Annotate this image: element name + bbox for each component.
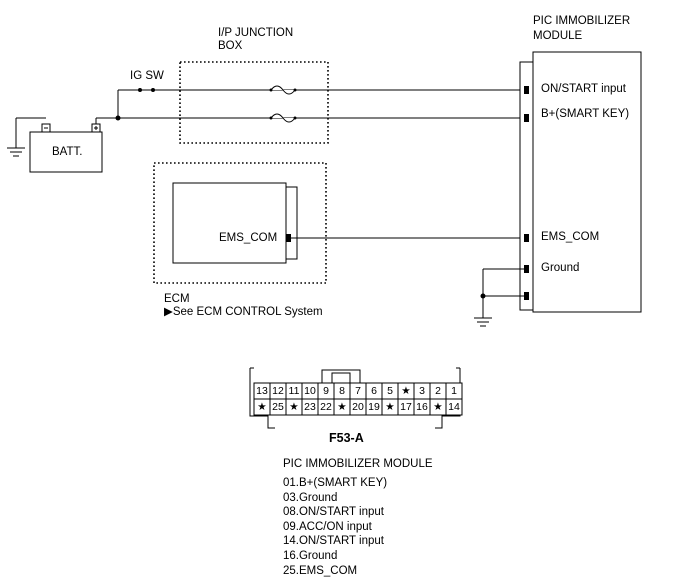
ip-box-label: BOX — [218, 40, 243, 52]
connector-pin: 10 — [304, 385, 316, 397]
connector-pin: 25 — [272, 401, 284, 413]
connector-pin: 2 — [435, 385, 441, 397]
connector-pin: ★ — [385, 401, 395, 413]
pin-list-title: PIC IMMOBILIZER MODULE — [283, 458, 433, 470]
pin-list: 01.B+(SMART KEY) 03.Ground 08.ON/START i… — [283, 476, 387, 578]
connector-pin: ★ — [433, 401, 443, 413]
connector-pin: 19 — [368, 401, 380, 413]
ecm-ems-com-label: EMS_COM — [219, 232, 278, 244]
pic-immobilizer-module — [532, 51, 642, 313]
pin-list-item: 08.ON/START input — [283, 506, 384, 519]
connector-pin: 1 — [451, 385, 457, 397]
pic-pin-bplus: B+(SMART KEY) — [541, 108, 630, 120]
connector-pin: 11 — [288, 385, 300, 397]
connector-pin: 13 — [256, 385, 268, 397]
battery-label: BATT. — [52, 146, 83, 158]
connector-pin: 12 — [272, 385, 284, 397]
ip-junction-label: I/P JUNCTION — [218, 27, 294, 39]
pic-pin-ground: Ground — [541, 262, 580, 274]
connector-pin: 14 — [448, 401, 460, 413]
pin-list-item: 09.ACC/ON input — [283, 520, 372, 533]
connector-pin: ★ — [401, 385, 411, 397]
connector-pin: ★ — [289, 401, 299, 413]
ig-switch-label: IG SW — [130, 70, 164, 82]
connector-pin: 6 — [371, 385, 377, 397]
connector-pin: 9 — [323, 385, 329, 397]
connector-pin: 23 — [304, 401, 316, 413]
connector-pin: 8 — [339, 385, 345, 397]
battery — [29, 131, 103, 173]
ecm-module — [172, 182, 287, 264]
connector-pin: 5 — [387, 385, 393, 397]
pic-module-title-line1: PIC IMMOBILIZER — [533, 15, 631, 27]
pic-pin-on-start: ON/START input — [541, 83, 627, 95]
pin-list-item: 01.B+(SMART KEY) — [283, 477, 388, 489]
ip-junction-box — [179, 61, 329, 144]
connector-pin: 17 — [400, 401, 412, 413]
pic-module-title-line2: MODULE — [533, 30, 583, 42]
pin-list-item: 25.EMS_COM — [283, 564, 358, 577]
connector-pin: 16 — [416, 401, 428, 413]
connector-pin: 7 — [355, 385, 361, 397]
pin-list-item: 14.ON/START input — [283, 535, 384, 548]
ecm-outline — [153, 162, 327, 284]
connector-pin: ★ — [337, 401, 347, 413]
connector-pin: ★ — [257, 401, 267, 413]
pin-list-item: 03.Ground — [283, 491, 338, 504]
pic-pin-ems-com: EMS_COM — [541, 231, 600, 243]
connector-pin: 22 — [320, 401, 332, 413]
connector-pin: 3 — [419, 385, 425, 397]
ecm-reference-link[interactable]: ▶See ECM CONTROL System — [164, 306, 323, 318]
pin-list-item: 16.Ground — [283, 549, 338, 562]
connector-pin: 20 — [352, 401, 364, 413]
ecm-label: ECM — [164, 293, 190, 305]
connector-name: F53-A — [329, 431, 364, 445]
